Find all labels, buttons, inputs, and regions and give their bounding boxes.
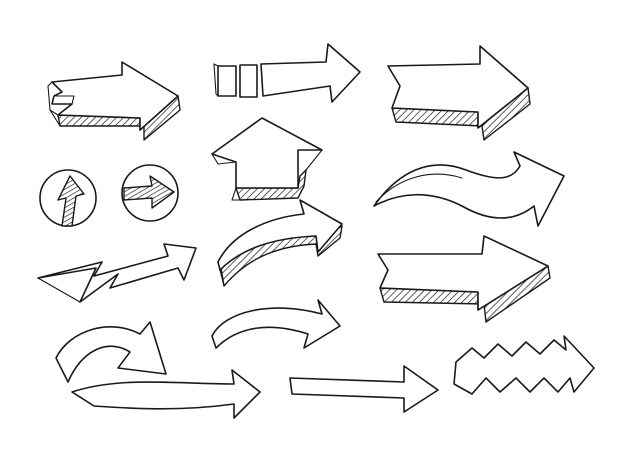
arrow-3d-wide-right-icon (387, 45, 531, 141)
arrow-straight-right-icon (289, 365, 439, 413)
arrow-zigzag-right-icon (37, 243, 197, 303)
arrow-striped-right-icon (213, 43, 361, 103)
arrow-3d-right-icon (47, 61, 181, 141)
arrow-circle-right-icon (121, 164, 179, 222)
arrow-swoosh-right-icon (71, 369, 261, 419)
arrow-wave-right-icon (373, 151, 565, 227)
arrow-bent-right-icon (211, 299, 341, 349)
arrow-circle-up-icon (39, 169, 97, 227)
arrow-3d-up-icon (211, 117, 323, 201)
arrow-zigzag-band-right-icon (453, 335, 595, 395)
arrow-3d-curved-right-icon (217, 199, 343, 287)
arrow-curved-down-icon (55, 321, 167, 383)
arrow-3d-long-right-icon (377, 235, 551, 323)
